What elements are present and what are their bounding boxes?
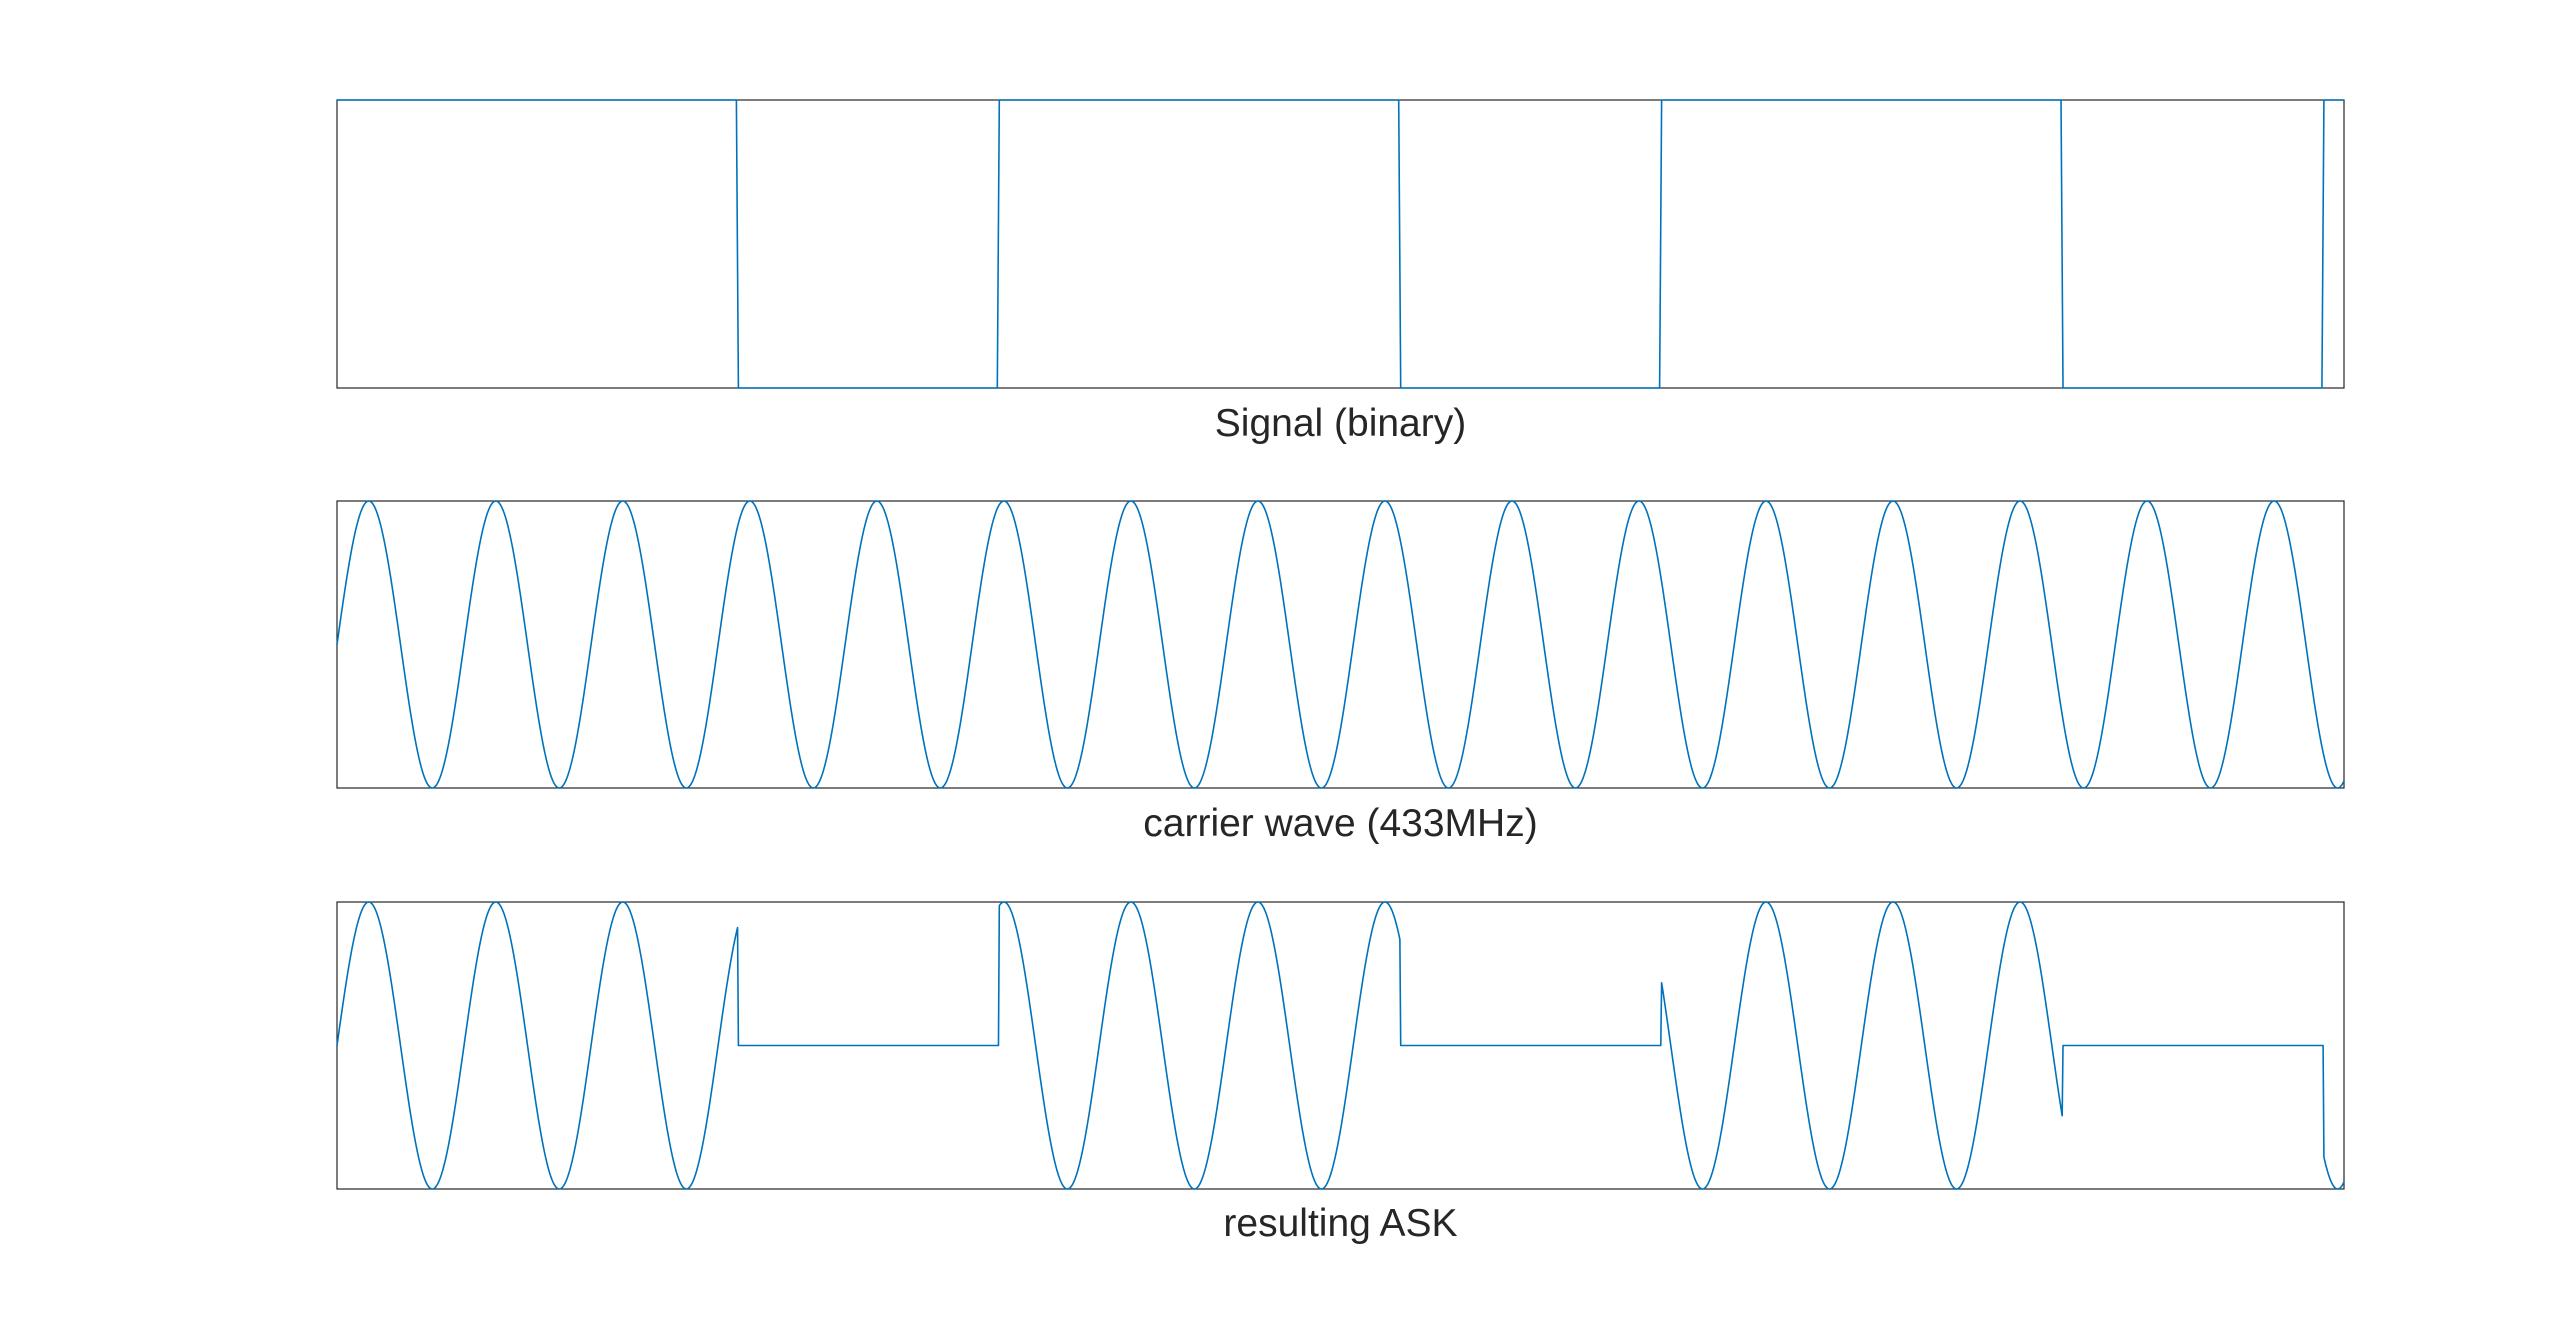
carrier-plot-frame xyxy=(336,500,2345,789)
ask-label: resulting ASK xyxy=(1223,1202,1457,1245)
ask-panel: resulting ASK xyxy=(336,901,2345,1245)
ask-plot-frame xyxy=(336,901,2345,1190)
carrier-label: carrier wave (433MHz) xyxy=(1143,802,1537,845)
carrier-wave-line xyxy=(336,500,2345,789)
signal-binary-line xyxy=(337,99,2344,389)
signal-panel: Signal (binary) xyxy=(336,99,2345,445)
ask-result-line xyxy=(336,901,2345,1190)
signal-label: Signal (binary) xyxy=(1215,402,1466,445)
signal-plot-frame xyxy=(336,99,2345,389)
carrier-panel: carrier wave (433MHz) xyxy=(336,500,2345,845)
